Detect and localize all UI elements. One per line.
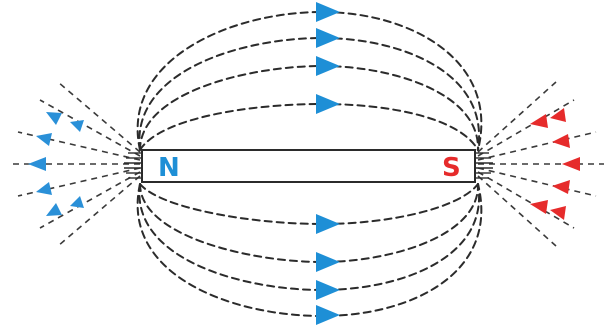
triangle-arrow-icon (316, 305, 340, 325)
field-line (139, 183, 479, 226)
south-pole-label: S (442, 153, 461, 183)
triangle-arrow-icon (552, 134, 570, 148)
triangle-arrow-icon (28, 157, 46, 171)
triangle-arrow-icon (316, 280, 340, 300)
triangle-arrow-icon (316, 214, 340, 234)
magnet-end-hatch-right (475, 152, 493, 179)
north-pole-label: N (158, 153, 180, 183)
field-lines-bottom (136, 183, 483, 318)
triangle-arrow-icon (550, 108, 566, 122)
triangle-arrow-icon (36, 182, 52, 195)
field-ray (39, 99, 141, 157)
triangle-arrow-icon (70, 196, 84, 208)
triangle-arrow-icon (46, 203, 62, 216)
field-ray (477, 131, 597, 161)
field-arrows-main (316, 2, 340, 325)
triangle-arrow-icon (36, 133, 52, 146)
triangle-arrow-icon (562, 157, 580, 171)
triangle-arrow-icon (550, 206, 566, 220)
magnet-end-hatch-left (124, 152, 142, 179)
field-lines-top (136, 10, 483, 151)
triangle-arrow-icon (70, 120, 84, 132)
field-rays-south (477, 81, 604, 247)
field-ray (57, 175, 141, 247)
field-line (139, 64, 480, 151)
field-line (136, 10, 483, 151)
field-arrows-north-side (28, 112, 84, 216)
triangle-arrow-icon (46, 112, 62, 125)
triangle-arrow-icon (552, 180, 570, 194)
field-line (138, 36, 481, 151)
triangle-arrow-icon (316, 2, 340, 22)
triangle-arrow-icon (316, 252, 340, 272)
field-line (139, 183, 480, 264)
triangle-arrow-icon (316, 56, 340, 76)
bar-magnet (141, 149, 476, 183)
field-ray (477, 167, 597, 197)
field-ray (57, 81, 141, 153)
field-line (139, 102, 479, 151)
triangle-arrow-icon (530, 114, 548, 128)
triangle-arrow-icon (316, 28, 340, 48)
field-ray (477, 99, 575, 157)
field-arrows-south-side (530, 108, 580, 220)
field-ray (477, 171, 575, 229)
field-ray (39, 171, 141, 229)
triangle-arrow-icon (530, 200, 548, 214)
triangle-arrow-icon (316, 94, 340, 114)
field-line (136, 183, 483, 318)
